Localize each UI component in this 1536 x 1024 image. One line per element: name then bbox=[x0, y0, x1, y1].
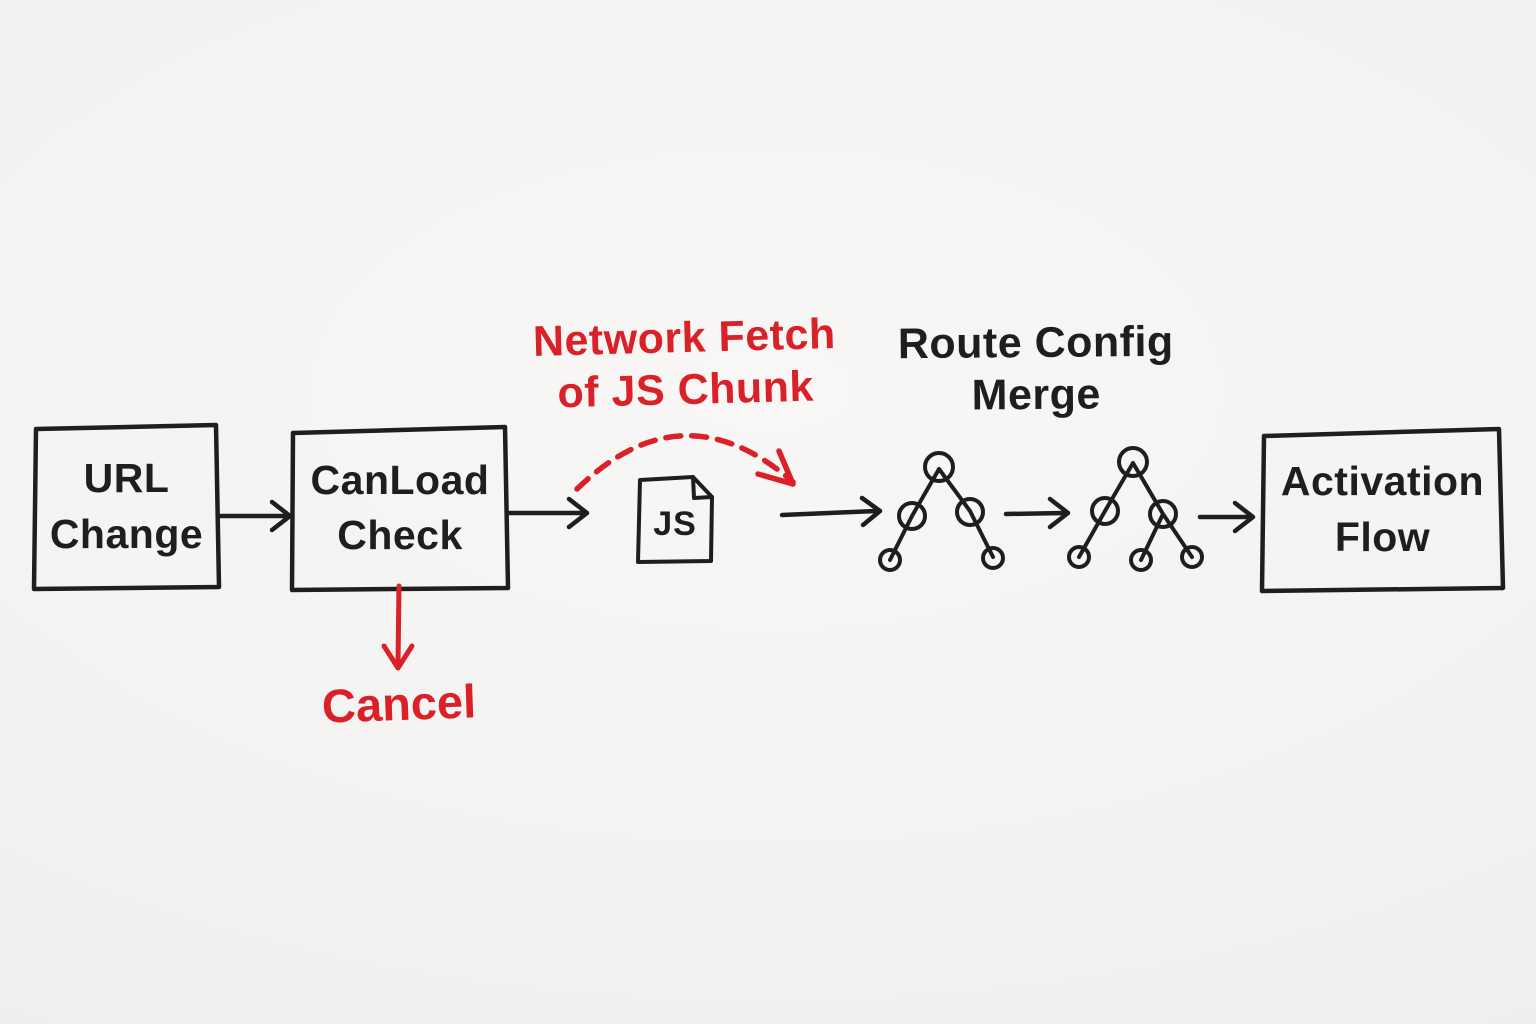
activation-flow-box-label: Activation Flow bbox=[1262, 429, 1503, 590]
network-fetch-arc-icon bbox=[574, 432, 796, 492]
url-change-box-label: URL Change bbox=[34, 425, 219, 588]
activation-flow-line: Activation bbox=[1280, 458, 1485, 505]
network-fetch-annotation: Network Fetch of JS Chunk bbox=[532, 308, 837, 421]
arrow-jschunk-to-routetree-icon bbox=[779, 495, 883, 528]
canload-check-box-label: CanLoad Check bbox=[292, 427, 508, 589]
js-file-label: JS bbox=[653, 504, 697, 543]
arrow-urlchange-to-canload-icon bbox=[218, 499, 293, 533]
url-change-line: URL bbox=[83, 455, 170, 502]
network-fetch-line: Network Fetch bbox=[532, 310, 837, 366]
url-change-line: Change bbox=[49, 510, 204, 557]
route-config-merge-annotation: Route Config Merge bbox=[886, 316, 1187, 424]
activation-flow-line: Flow bbox=[1334, 513, 1431, 560]
activation-flow-box bbox=[1259, 426, 1506, 594]
merged-route-tree-icon bbox=[1067, 446, 1204, 572]
cancel-arrow-icon bbox=[381, 583, 415, 671]
url-change-box bbox=[31, 422, 222, 592]
canload-check-line: Check bbox=[337, 512, 463, 558]
cancel-annotation: Cancel bbox=[321, 673, 477, 733]
network-fetch-line: of JS Chunk bbox=[556, 363, 815, 418]
arrow-tree-merge-icon bbox=[1003, 496, 1071, 530]
arrow-mergedtree-to-activation-icon bbox=[1197, 500, 1256, 534]
canload-check-line: CanLoad bbox=[310, 456, 490, 503]
canload-check-box bbox=[289, 424, 511, 593]
route-config-line: Merge bbox=[971, 370, 1102, 421]
route-config-line: Route Config bbox=[897, 317, 1174, 369]
route-tree-icon bbox=[878, 451, 1005, 572]
arrow-canload-to-jschunk-icon bbox=[506, 496, 590, 530]
js-file-icon bbox=[636, 475, 714, 564]
